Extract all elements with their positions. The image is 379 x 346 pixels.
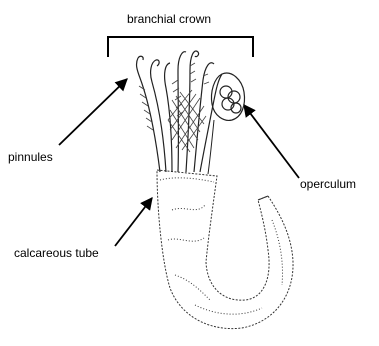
crown-bracket bbox=[108, 37, 253, 57]
pinnules bbox=[139, 63, 209, 152]
calcareous-tube bbox=[157, 170, 293, 329]
operculum bbox=[208, 73, 245, 174]
operculum-arrow bbox=[244, 105, 299, 178]
pinnules-arrow bbox=[59, 79, 127, 145]
label-operculum: operculum bbox=[300, 177, 356, 191]
label-branchial-crown: branchial crown bbox=[127, 12, 211, 26]
label-pinnules: pinnules bbox=[8, 150, 53, 164]
label-calcareous-tube: calcareous tube bbox=[14, 246, 99, 260]
tube-arrow bbox=[115, 198, 152, 246]
